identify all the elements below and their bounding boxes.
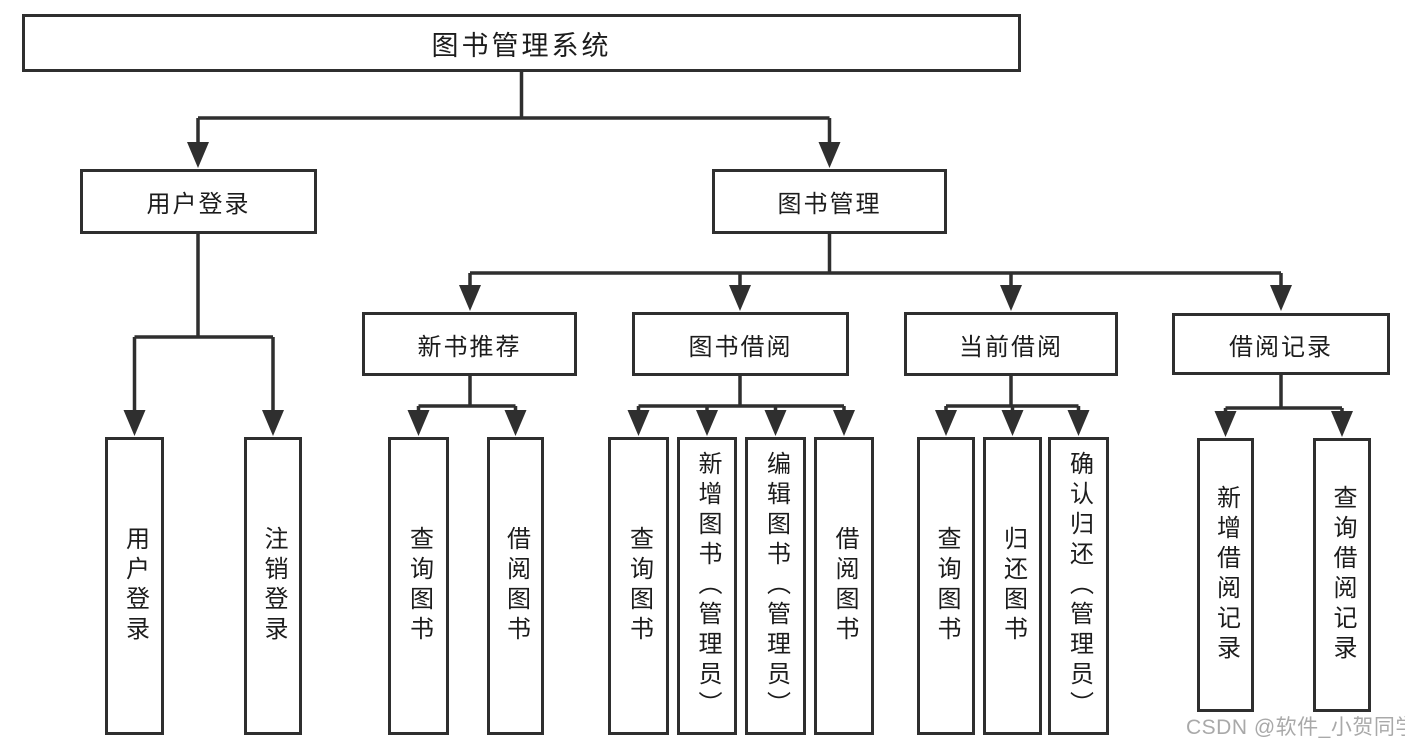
node-logout: 注销登录	[244, 437, 302, 735]
node-add-book-admin-label: 新增图书（管理员）	[694, 451, 721, 721]
node-recommend-borrow-books-label: 借阅图书	[502, 526, 530, 646]
node-add-borrow-record-label: 新增借阅记录	[1212, 485, 1240, 665]
node-book-management: 图书管理	[712, 169, 947, 234]
node-search-borrow-record: 查询借阅记录	[1313, 438, 1371, 712]
node-borrow-records: 借阅记录	[1172, 313, 1390, 375]
node-root: 图书管理系统	[22, 14, 1021, 72]
node-current-search-books: 查询图书	[917, 437, 975, 735]
node-user-login-group-label: 用户登录	[146, 191, 251, 218]
node-logout-label: 注销登录	[260, 526, 287, 646]
node-return-books: 归还图书	[983, 437, 1042, 735]
node-login: 用户登录	[105, 437, 164, 735]
node-book-borrow: 图书借阅	[632, 312, 849, 376]
branch-borrow-records	[1223, 375, 1344, 416]
branch-book-borrow	[636, 376, 846, 414]
node-edit-book-admin: 编辑图书（管理员）	[745, 437, 806, 735]
csdn-watermark: CSDN @软件_小贺同学	[1186, 716, 1405, 739]
node-root-label: 图书管理系统	[431, 30, 612, 61]
branch-root	[196, 72, 832, 146]
node-recommend-search-books-label: 查询图书	[405, 526, 433, 646]
branch-current-borrow	[944, 376, 1081, 414]
branch-book-management	[468, 234, 1283, 289]
node-search-borrow-record-label: 查询借阅记录	[1329, 485, 1356, 665]
node-recommend-search-books: 查询图书	[388, 437, 449, 735]
node-current-borrow: 当前借阅	[904, 312, 1118, 376]
node-current-borrow-label: 当前借阅	[959, 333, 1063, 361]
node-login-label: 用户登录	[121, 526, 149, 646]
node-add-book-admin: 新增图书（管理员）	[677, 437, 737, 735]
branch-user-login	[132, 234, 275, 414]
node-return-books-label: 归还图书	[999, 526, 1027, 646]
node-confirm-return-admin: 确认归还（管理员）	[1048, 437, 1109, 735]
arrowheads	[123, 142, 1353, 437]
node-borrow-borrow-books-label: 借阅图书	[831, 526, 858, 646]
node-book-management-label: 图书管理	[777, 191, 882, 218]
node-new-book-recommend: 新书推荐	[362, 312, 577, 376]
node-edit-book-admin-label: 编辑图书（管理员）	[762, 451, 790, 721]
node-add-borrow-record: 新增借阅记录	[1197, 438, 1254, 712]
node-borrow-search-books-label: 查询图书	[625, 526, 653, 646]
node-recommend-borrow-books: 借阅图书	[487, 437, 544, 735]
branch-new-book-recommend	[416, 376, 518, 414]
node-borrow-records-label: 借阅记录	[1229, 333, 1333, 361]
node-book-borrow-label: 图书借阅	[688, 333, 793, 361]
node-user-login-group: 用户登录	[80, 169, 317, 234]
node-borrow-borrow-books: 借阅图书	[814, 437, 874, 735]
node-current-search-books-label: 查询图书	[933, 526, 960, 646]
node-confirm-return-admin-label: 确认归还（管理员）	[1065, 451, 1093, 721]
node-borrow-search-books: 查询图书	[608, 437, 669, 735]
node-new-book-recommend-label: 新书推荐	[417, 333, 522, 361]
